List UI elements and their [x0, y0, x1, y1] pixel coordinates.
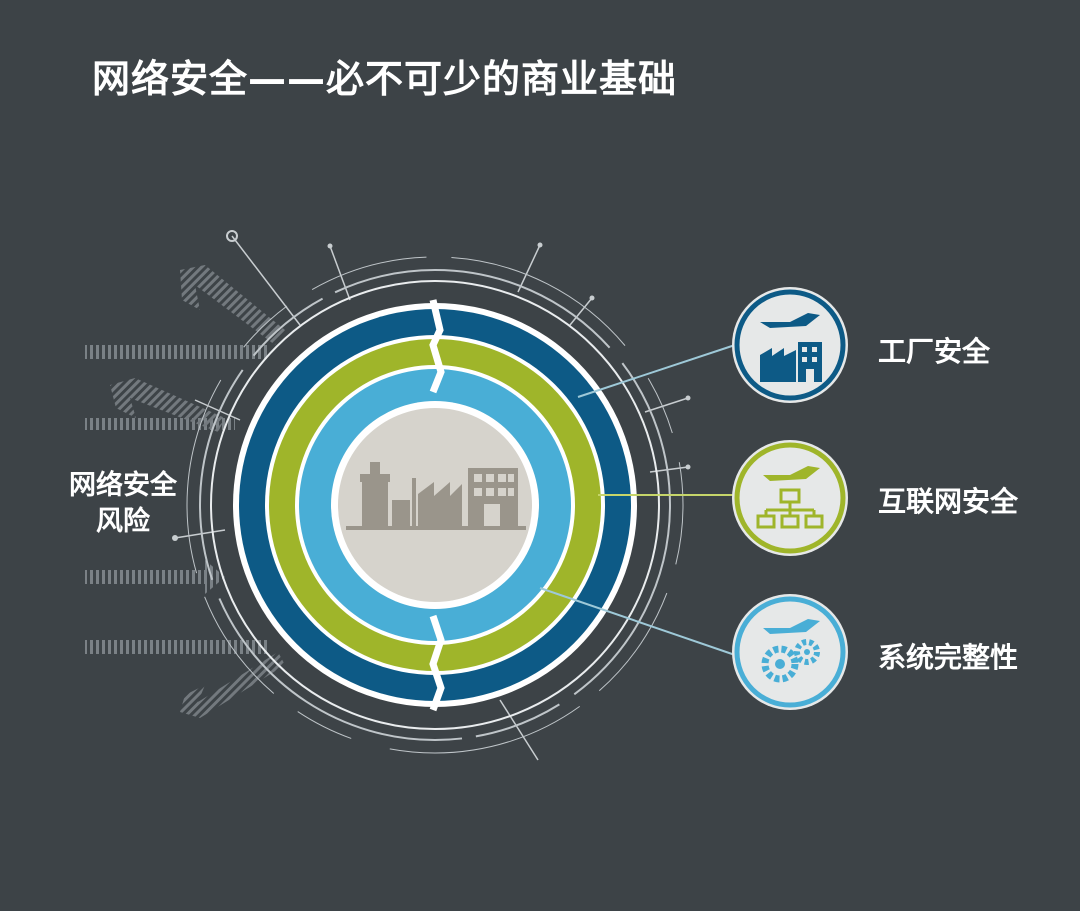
- network-security-badge: [732, 440, 848, 556]
- network-hierarchy-icon: [756, 466, 824, 529]
- risk-arrow-diagonal: [110, 378, 225, 432]
- decorative-dots: [172, 230, 691, 541]
- risk-label-line2: 风险: [96, 506, 150, 537]
- risk-label: 网络安全 风险: [48, 468, 198, 540]
- outer-thin-rings: [186, 256, 684, 754]
- factory-security-badge: [732, 287, 848, 403]
- page-title: 网络安全——必不可少的商业基础: [92, 57, 678, 101]
- risk-arrows: [85, 265, 285, 718]
- connector-system: [539, 587, 736, 656]
- connectors: [539, 344, 736, 656]
- factory-illustration: [346, 462, 526, 530]
- network-security-label: 互联网安全: [878, 485, 1019, 518]
- risk-arrow-bar: [85, 570, 205, 584]
- risk-arrow-diagonal: [180, 652, 285, 718]
- system-integrity-label: 系统完整性: [878, 641, 1019, 674]
- system-integrity-badge: [732, 594, 848, 710]
- risk-arrow-bar: [85, 345, 270, 359]
- risk-arrow-bar: [85, 640, 270, 654]
- gears-icon: [761, 619, 820, 683]
- risk-arrow-head: [205, 560, 225, 594]
- factory-building-icon: [760, 313, 822, 382]
- factory-security-label: 工厂安全: [878, 335, 991, 368]
- risk-arrow-diagonal: [180, 265, 285, 345]
- connector-factory: [577, 344, 736, 398]
- risk-label-line1: 网络安全: [69, 470, 177, 501]
